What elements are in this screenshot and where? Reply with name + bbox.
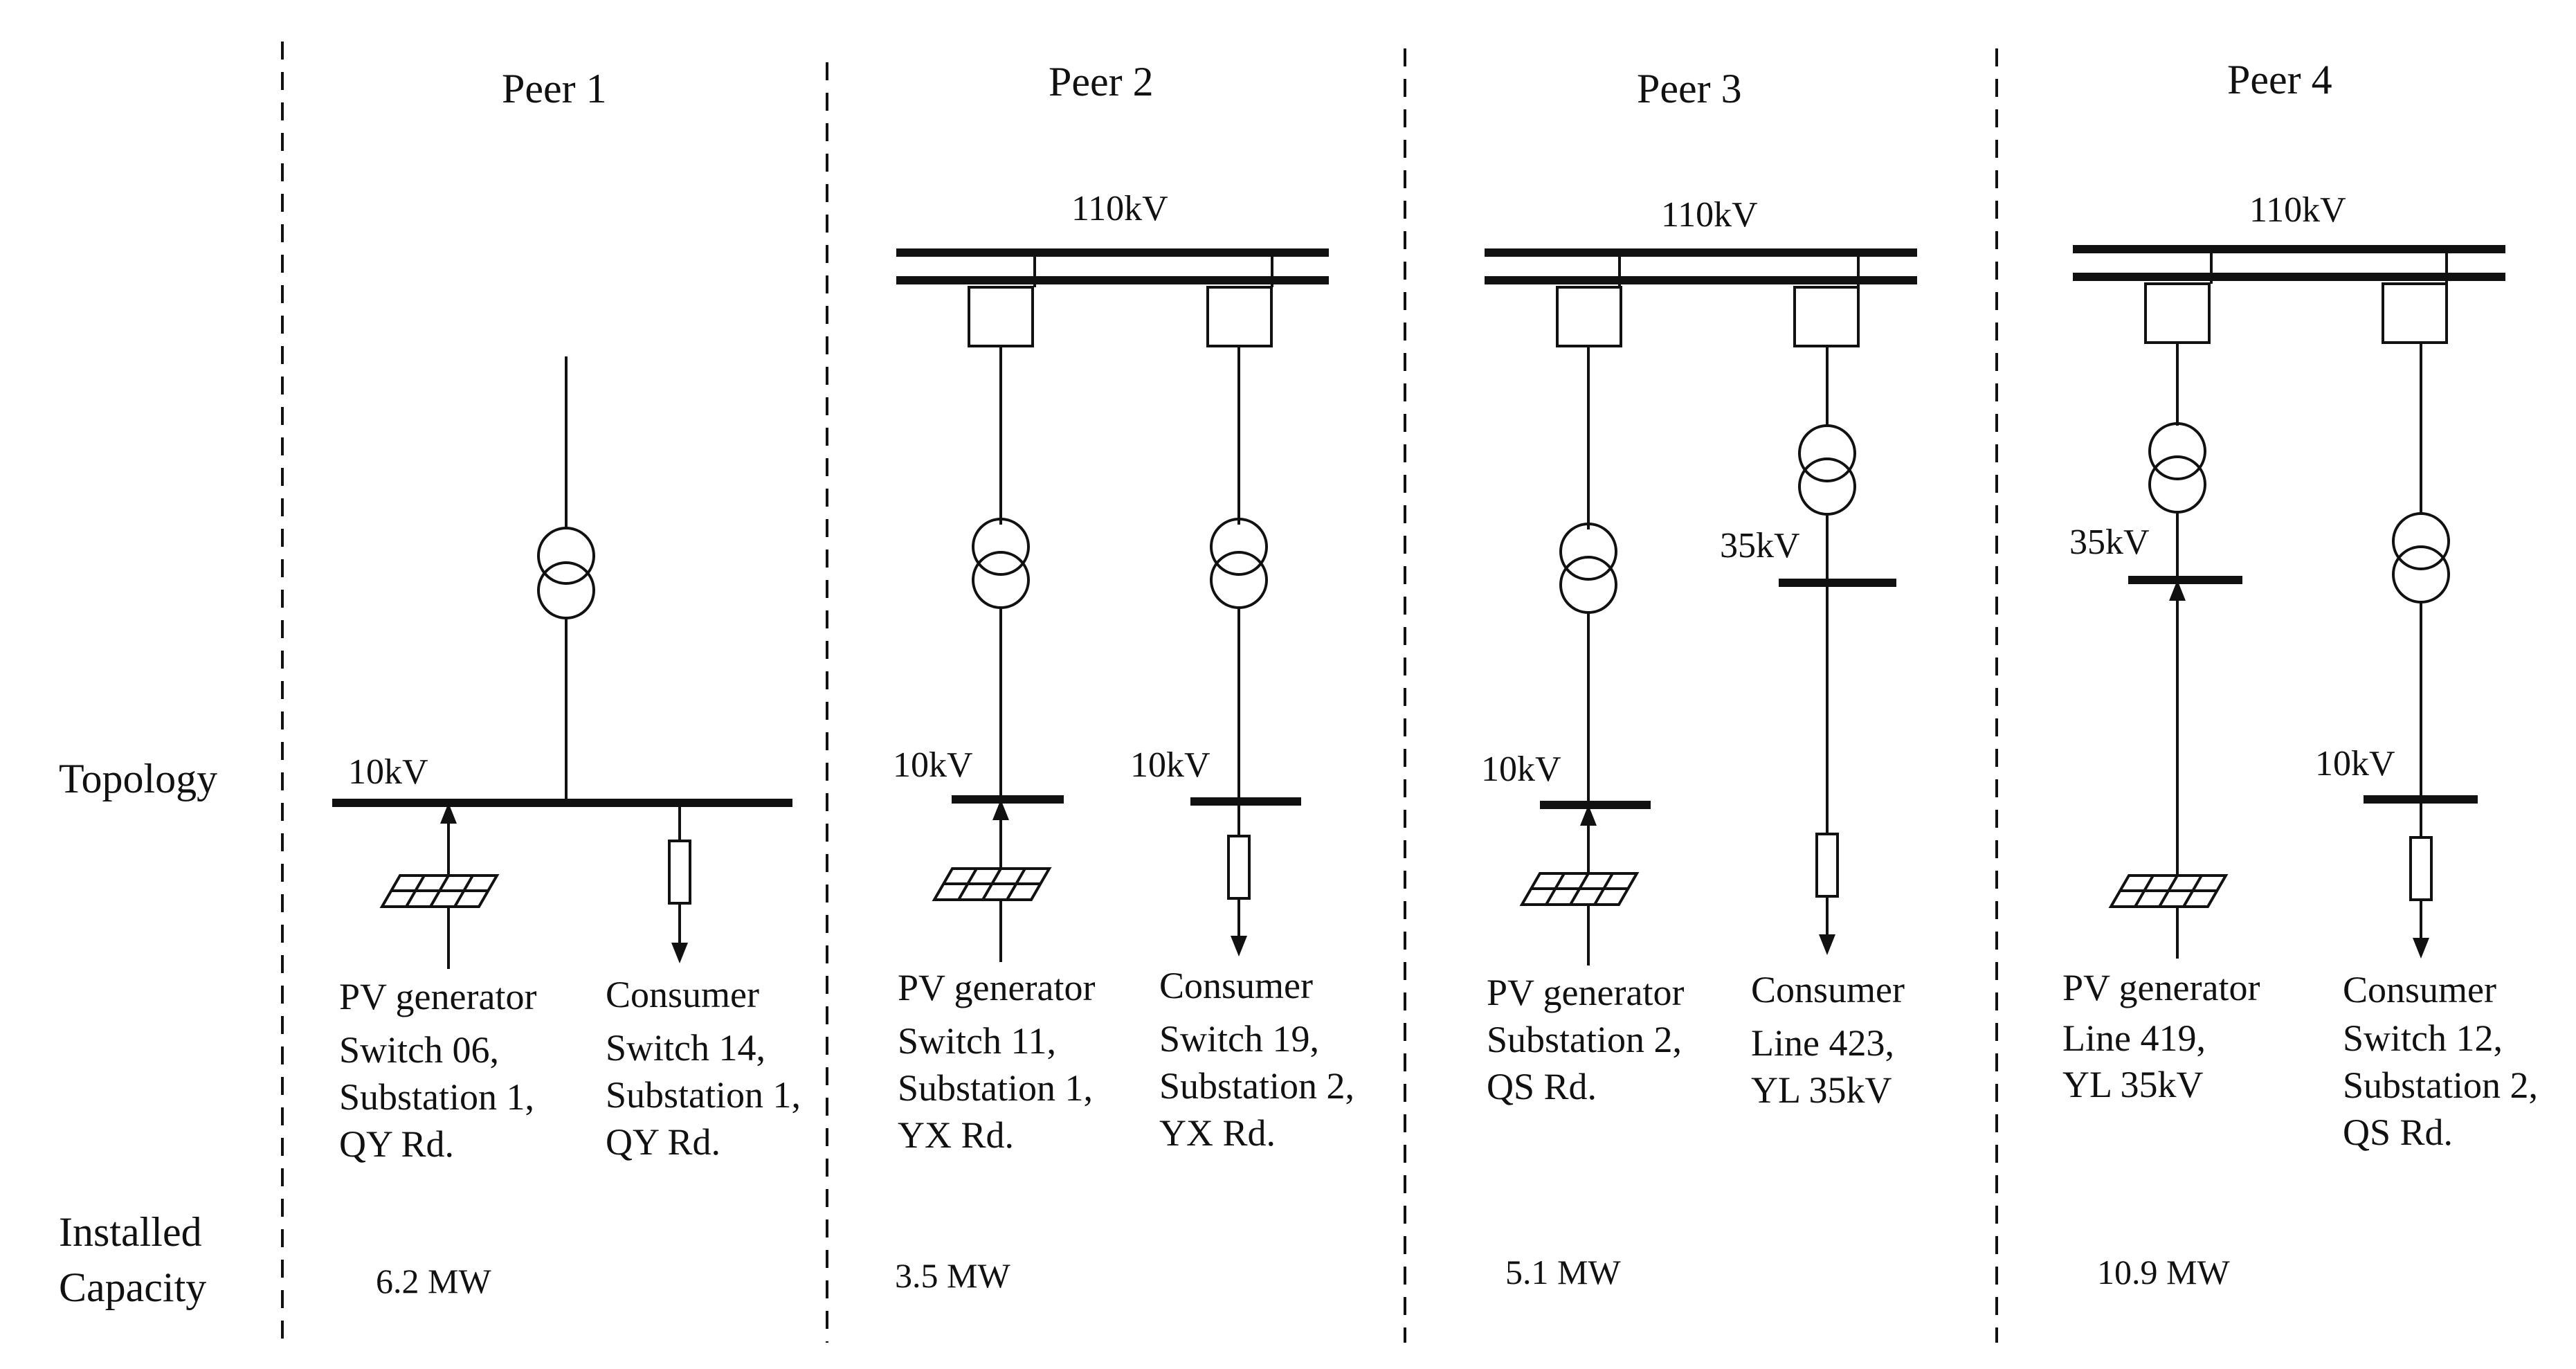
consumer-title: Consumer (606, 974, 759, 1015)
consumer-location-line: QY Rd. (606, 1121, 720, 1163)
switchgear-bay (1793, 286, 1860, 347)
consumer-location-line: YX Rd. (1159, 1112, 1276, 1154)
solar-panel-icon (1519, 872, 1640, 906)
peer-3: Peer 3 110kV 10kV (1481, 66, 1917, 1291)
transformer-icon (1559, 523, 1617, 614)
arrow-icon (1819, 934, 1835, 955)
consumer-title: Consumer (2343, 969, 2496, 1010)
transformer-icon (537, 527, 595, 619)
consumer-location-line: Substation 2, (2343, 1064, 2538, 1106)
switchgear-bay (1206, 286, 1273, 347)
row-label-capacity-line1: Installed (59, 1209, 202, 1255)
switchgear-bay (2382, 282, 2448, 344)
hv-bus-label: 110kV (1661, 195, 1758, 235)
pv-location-line: Substation 2, (1487, 1019, 1682, 1060)
arrow-icon (1580, 805, 1597, 826)
pv-title: PV generator (339, 976, 536, 1017)
bus-voltage-label: 10kV (348, 752, 428, 792)
solar-panel-icon (2108, 874, 2229, 908)
pv-location-line: YL 35kV (2062, 1064, 2203, 1105)
pv-title: PV generator (898, 967, 1095, 1008)
consumer-title: Consumer (1159, 965, 1313, 1006)
switchgear-bay (968, 286, 1034, 347)
load-icon (2409, 836, 2433, 901)
transformer-icon (1798, 424, 1856, 516)
solar-panel-icon (932, 867, 1052, 901)
bus-voltage-label: 10kV (2315, 744, 2395, 783)
pv-location-line: YX Rd. (898, 1114, 1014, 1156)
peer-1: Peer 1 10kV PV generator Switch 06, Subs… (332, 66, 801, 1300)
hv-bus-label: 110kV (2249, 190, 2346, 230)
peer-title: Peer 4 (2227, 57, 2332, 102)
bus-voltage-label: 35kV (2069, 523, 2150, 562)
row-label-topology: Topology (59, 756, 217, 801)
pv-location-line: QS Rd. (1487, 1066, 1597, 1107)
pv-title: PV generator (1487, 972, 1684, 1013)
load-icon (1227, 835, 1251, 900)
arrow-icon (2413, 938, 2429, 959)
arrow-icon (992, 799, 1009, 820)
pv-location-line: Switch 11, (898, 1020, 1056, 1062)
peer-title: Peer 2 (1049, 59, 1154, 105)
consumer-location-line: Switch 19, (1159, 1018, 1319, 1060)
peer-4: Peer 4 110kV 35kV (2062, 57, 2538, 1291)
pv-location-line: Switch 06, (339, 1029, 499, 1071)
installed-capacity: 3.5 MW (895, 1256, 1010, 1295)
arrow-icon (440, 803, 457, 824)
consumer-location-line: YL 35kV (1751, 1069, 1892, 1111)
peer-title: Peer 3 (1637, 66, 1742, 111)
consumer-location-line: Line 423, (1751, 1022, 1894, 1064)
consumer-location-line: Substation 2, (1159, 1065, 1354, 1107)
consumer-location-line: Switch 14, (606, 1027, 765, 1069)
consumer-location-line: QS Rd. (2343, 1112, 2453, 1153)
switchgear-bay (2144, 282, 2211, 344)
installed-capacity: 6.2 MW (376, 1262, 491, 1300)
pv-location-line: Substation 1, (339, 1076, 534, 1118)
consumer-location-line: Substation 1, (606, 1074, 801, 1116)
transformer-icon (2148, 422, 2206, 514)
transformer-icon (972, 518, 1030, 609)
consumer-location-line: Switch 12, (2343, 1017, 2503, 1059)
bus-voltage-label: 35kV (1720, 526, 1800, 565)
installed-capacity: 10.9 MW (2097, 1253, 2230, 1291)
pv-location-line: Line 419, (2062, 1017, 2206, 1059)
peer-title: Peer 1 (502, 66, 607, 111)
pv-location-line: Substation 1, (898, 1067, 1093, 1109)
solar-panel-icon (379, 874, 500, 908)
load-icon (1815, 833, 1839, 898)
arrow-icon (2169, 580, 2186, 601)
hv-bus-label: 110kV (1071, 189, 1168, 228)
row-label-capacity-line2: Capacity (59, 1264, 206, 1310)
bus-voltage-label: 10kV (1130, 745, 1210, 785)
load-icon (668, 840, 691, 905)
arrow-icon (671, 943, 688, 963)
pv-title: PV generator (2062, 967, 2260, 1008)
pv-location-line: QY Rd. (339, 1123, 454, 1165)
consumer-title: Consumer (1751, 969, 1905, 1010)
bus-voltage-label: 10kV (1481, 750, 1561, 789)
bus-voltage-label: 10kV (893, 745, 973, 785)
peer-2: Peer 2 110kV 10kV (893, 59, 1354, 1295)
installed-capacity: 5.1 MW (1505, 1253, 1621, 1291)
transformer-icon (1210, 518, 1268, 609)
switchgear-bay (1556, 286, 1622, 347)
arrow-icon (1231, 936, 1247, 957)
transformer-icon (2392, 512, 2450, 604)
